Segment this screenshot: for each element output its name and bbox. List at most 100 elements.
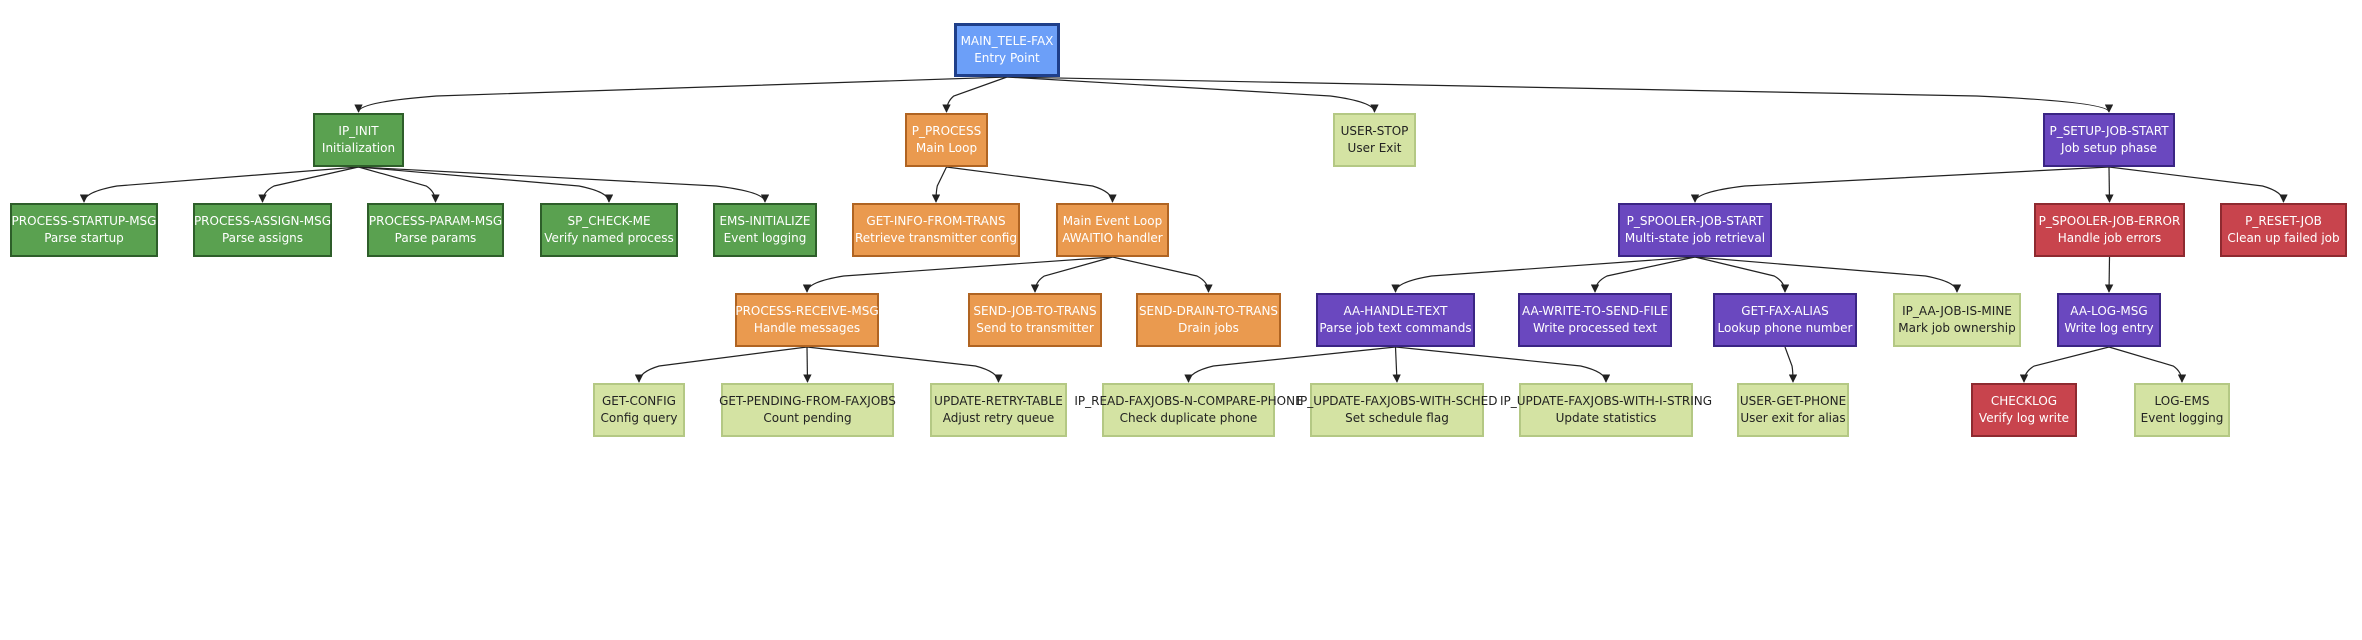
node-subtitle: Handle messages [753, 321, 861, 335]
edge-process-receive-msg-to-get-pending-from-faxjobs [803, 346, 812, 383]
node-subtitle: Update statistics [1555, 411, 1657, 425]
node-subtitle: Multi-state job retrieval [1624, 231, 1766, 245]
node-subtitle: Handle job errors [2057, 231, 2162, 245]
node-process-param-msg[interactable]: PROCESS-PARAM-MSG Parse params [367, 203, 504, 257]
node-subtitle: User Exit [1347, 141, 1402, 155]
node-aa-write-to-send-file[interactable]: AA-WRITE-TO-SEND-FILE Write processed te… [1518, 293, 1672, 347]
node-p-reset-job[interactable]: P_RESET-JOB Clean up failed job [2220, 203, 2347, 257]
node-user-stop[interactable]: USER-STOP User Exit [1333, 113, 1416, 167]
node-ip-init[interactable]: IP_INIT Initialization [313, 113, 404, 167]
node-title: P_PROCESS [911, 124, 982, 138]
node-title: P_RESET-JOB [2245, 214, 2322, 228]
edge-ip-init-to-ems-initialize [358, 166, 770, 203]
node-subtitle: Verify log write [1978, 411, 2070, 425]
edge-aa-handle-text-to-ip-update-faxjobs-istring [1395, 346, 1611, 383]
node-process-startup-msg[interactable]: PROCESS-STARTUP-MSG Parse startup [10, 203, 158, 257]
node-ip-update-faxjobs-with-i-string[interactable]: IP_UPDATE-FAXJOBS-WITH-I-STRING Update s… [1500, 383, 1712, 437]
node-title: USER-STOP [1340, 124, 1409, 138]
edge-main-event-loop-to-process-receive-msg [802, 256, 1113, 293]
node-subtitle: Config query [600, 411, 678, 425]
node-ip-aa-job-is-mine[interactable]: IP_AA-JOB-IS-MINE Mark job ownership [1893, 293, 2021, 347]
node-title: EMS-INITIALIZE [719, 214, 811, 228]
node-subtitle: AWAITIO handler [1062, 231, 1163, 245]
node-title: SEND-JOB-TO-TRANS [973, 304, 1097, 318]
node-sp-check-me[interactable]: SP_CHECK-ME Verify named process [540, 203, 678, 257]
edge-p-setup-job-start-to-p-reset-job [2108, 166, 2288, 203]
node-update-retry-table[interactable]: UPDATE-RETRY-TABLE Adjust retry queue [930, 383, 1067, 437]
node-p-setup-job-start[interactable]: P_SETUP-JOB-START Job setup phase [2043, 113, 2175, 167]
node-get-info-from-trans[interactable]: GET-INFO-FROM-TRANS Retrieve transmitter… [852, 203, 1020, 257]
node-subtitle: Adjust retry queue [942, 411, 1055, 425]
node-title: IP_AA-JOB-IS-MINE [1902, 304, 2012, 318]
node-title: SP_CHECK-ME [567, 214, 651, 228]
node-ip-read-faxjobs-n-compare-phone[interactable]: IP_READ-FAXJOBS-N-COMPARE-PHONE Check du… [1074, 383, 1303, 437]
node-subtitle: Main Loop [915, 141, 978, 155]
node-process-receive-msg[interactable]: PROCESS-RECEIVE-MSG Handle messages [735, 293, 879, 347]
node-ip-update-faxjobs-with-sched[interactable]: IP_UPDATE-FAXJOBS-WITH-SCHED Set schedul… [1297, 383, 1498, 437]
edge-main-tele-fax-to-ip-init [354, 76, 1008, 113]
node-get-pending-from-faxjobs[interactable]: GET-PENDING-FROM-FAXJOBS Count pending [719, 383, 896, 437]
node-title: IP_READ-FAXJOBS-N-COMPARE-PHONE [1074, 394, 1303, 408]
node-title: PROCESS-ASSIGN-MSG [193, 214, 332, 228]
node-subtitle: Check duplicate phone [1119, 411, 1258, 425]
node-subtitle: Job setup phase [2061, 141, 2157, 155]
node-subtitle: Parse job text commands [1319, 321, 1472, 335]
node-checklog[interactable]: CHECKLOG Verify log write [1971, 383, 2077, 437]
node-send-drain-to-trans[interactable]: SEND-DRAIN-TO-TRANS Drain jobs [1136, 293, 1281, 347]
node-main-event-loop[interactable]: Main Event Loop AWAITIO handler [1056, 203, 1169, 257]
node-subtitle: Entry Point [974, 51, 1040, 65]
node-ems-initialize[interactable]: EMS-INITIALIZE Event logging [713, 203, 817, 257]
edge-main-tele-fax-to-user-stop [1006, 76, 1379, 113]
node-aa-handle-text[interactable]: AA-HANDLE-TEXT Parse job text commands [1316, 293, 1475, 347]
edge-p-setup-job-start-to-p-spooler-job-error [2105, 166, 2114, 203]
node-title: UPDATE-RETRY-TABLE [934, 394, 1063, 408]
edge-get-fax-alias-to-user-get-phone [1784, 346, 1798, 383]
node-title: MAIN_TELE-FAX [960, 34, 1054, 48]
edge-process-receive-msg-to-get-config [634, 346, 808, 383]
edge-ip-init-to-process-assign-msg [258, 166, 359, 203]
node-get-fax-alias[interactable]: GET-FAX-ALIAS Lookup phone number [1713, 293, 1857, 347]
node-title: Main Event Loop [1062, 214, 1163, 228]
node-aa-log-msg[interactable]: AA-LOG-MSG Write log entry [2057, 293, 2161, 347]
node-subtitle: User exit for alias [1740, 411, 1846, 425]
node-title: AA-LOG-MSG [2070, 304, 2148, 318]
node-subtitle: Event logging [2140, 411, 2224, 425]
node-title: PROCESS-RECEIVE-MSG [735, 304, 879, 318]
edge-main-tele-fax-to-p-setup-job-start [1006, 76, 2114, 113]
node-p-spooler-job-start[interactable]: P_SPOOLER-JOB-START Multi-state job retr… [1618, 203, 1772, 257]
node-title: PROCESS-STARTUP-MSG [11, 214, 157, 228]
node-get-config[interactable]: GET-CONFIG Config query [593, 383, 685, 437]
edge-aa-log-msg-to-checklog [2019, 346, 2110, 383]
node-title: P_SPOOLER-JOB-START [1626, 214, 1764, 228]
node-send-job-to-trans[interactable]: SEND-JOB-TO-TRANS Send to transmitter [968, 293, 1102, 347]
node-subtitle: Initialization [321, 141, 396, 155]
node-title: CHECKLOG [1990, 394, 2058, 408]
node-subtitle: Retrieve transmitter config [855, 231, 1017, 245]
edge-ip-init-to-process-param-msg [358, 166, 440, 203]
node-title: GET-CONFIG [602, 394, 676, 408]
node-title: GET-FAX-ALIAS [1741, 304, 1829, 318]
node-process-assign-msg[interactable]: PROCESS-ASSIGN-MSG Parse assigns [193, 203, 332, 257]
edge-p-spooler-job-error-to-aa-log-msg [2104, 256, 2114, 293]
node-title: AA-WRITE-TO-SEND-FILE [1521, 304, 1669, 318]
node-subtitle: Clean up failed job [2227, 231, 2340, 245]
node-subtitle: Count pending [763, 411, 852, 425]
node-title: LOG-EMS [2154, 394, 2210, 408]
edge-p-spooler-job-start-to-aa-handle-text [1391, 256, 1696, 293]
node-p-process[interactable]: P_PROCESS Main Loop [905, 113, 988, 167]
node-title: USER-GET-PHONE [1739, 394, 1847, 408]
edge-p-process-to-main-event-loop [946, 166, 1117, 203]
edge-p-spooler-job-start-to-ip-aa-job-is-mine [1694, 256, 1962, 293]
node-subtitle: Drain jobs [1178, 321, 1239, 335]
node-log-ems[interactable]: LOG-EMS Event logging [2134, 383, 2230, 437]
edge-p-spooler-job-start-to-get-fax-alias [1694, 256, 1790, 293]
node-user-get-phone[interactable]: USER-GET-PHONE User exit for alias [1737, 383, 1849, 437]
node-title: P_SPOOLER-JOB-ERROR [2038, 214, 2181, 228]
node-title: IP_INIT [338, 124, 379, 138]
node-main-tele-fax[interactable]: MAIN_TELE-FAX Entry Point [954, 23, 1060, 77]
node-subtitle: Write log entry [2064, 321, 2154, 335]
node-subtitle: Mark job ownership [1898, 321, 2016, 335]
node-p-spooler-job-error[interactable]: P_SPOOLER-JOB-ERROR Handle job errors [2034, 203, 2185, 257]
